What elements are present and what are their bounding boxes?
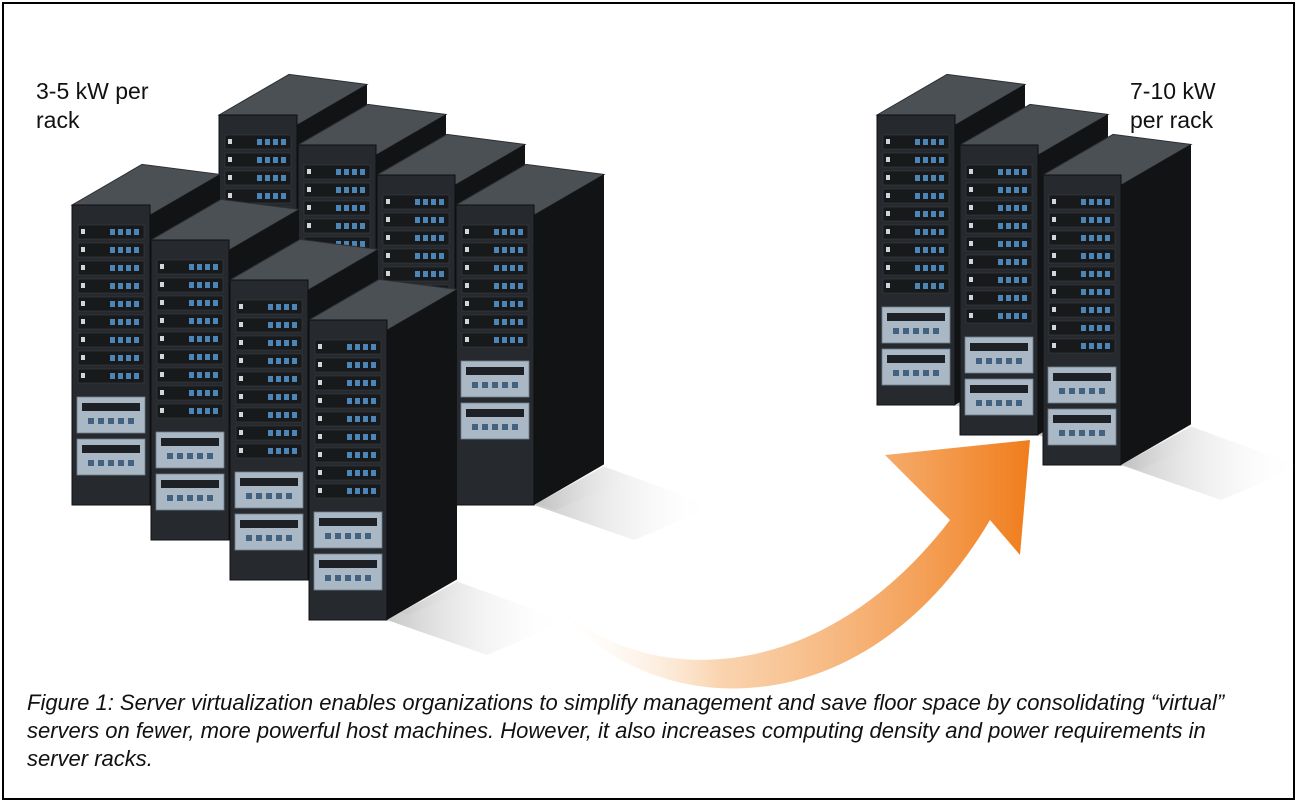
- curved-arrow-icon: [552, 440, 1030, 689]
- server-rack-icon: [307, 278, 567, 655]
- after-density-line1: 7-10 kW: [1130, 78, 1216, 104]
- before-density-line2: rack: [36, 107, 80, 133]
- after-density-line2: per rack: [1130, 107, 1214, 133]
- server-rack-icon: [454, 163, 714, 540]
- server-racks: [70, 73, 1299, 655]
- after-density-label: 7-10 kW per rack: [1130, 77, 1216, 135]
- server-rack-icon: [1041, 133, 1299, 500]
- before-density-line1: 3-5 kW per: [36, 78, 149, 104]
- figure-caption: Figure 1: Server virtualization enables …: [27, 690, 1225, 771]
- before-density-label: 3-5 kW per rack: [36, 77, 148, 135]
- arrow-body: [552, 440, 1030, 689]
